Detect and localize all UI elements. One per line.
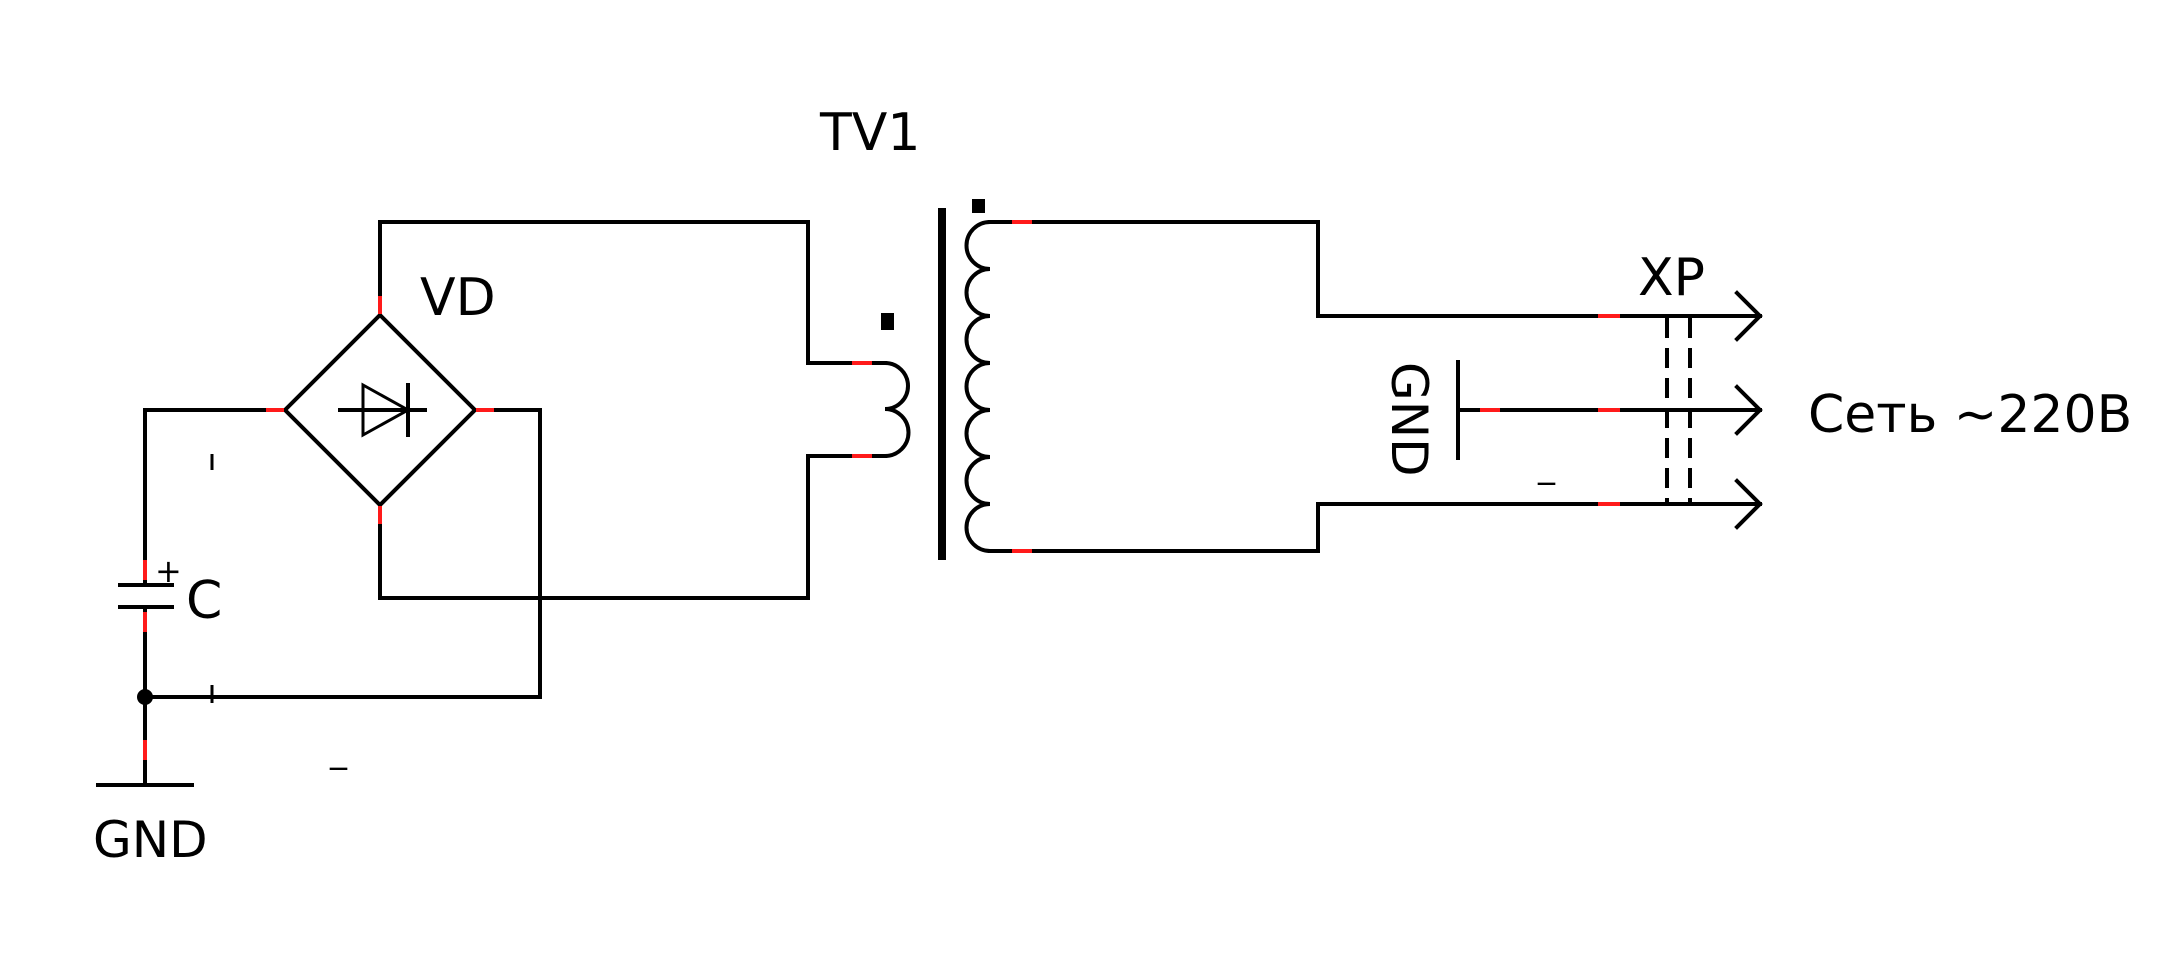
capacitor-plus-sign: + xyxy=(155,552,182,590)
rectifier-section xyxy=(96,220,887,787)
wire-bridge-right-to-junction xyxy=(143,408,542,699)
capacitor-label: C xyxy=(186,571,222,631)
transformer-tv1 xyxy=(881,199,993,560)
secondary-polarity-dot xyxy=(972,199,985,213)
junction-dot xyxy=(137,689,153,705)
primary-polarity-dot xyxy=(881,313,894,330)
mains-label: Сеть ~220В xyxy=(1808,385,2132,445)
wire-bridge-bottom-to-primary xyxy=(378,454,887,600)
plug-arrow-middle xyxy=(1734,384,1763,436)
mains-section xyxy=(988,220,1763,553)
plug-label: XP xyxy=(1638,248,1705,308)
wire-bridge-top-to-primary xyxy=(378,220,887,365)
bridge-label: VD xyxy=(420,268,496,328)
pin-marks-left xyxy=(143,296,872,760)
minus-sign-right: _ xyxy=(1537,446,1556,486)
ground-left-label: GND xyxy=(93,811,208,869)
plug-arrow-bottom xyxy=(1734,478,1763,530)
plug-arrow-top xyxy=(1734,290,1763,342)
wire-secondary-top xyxy=(988,220,1762,318)
primary-winding xyxy=(882,360,911,459)
wire-bridge-left-to-cap xyxy=(143,408,287,587)
diode-symbol xyxy=(338,382,427,438)
capacitor-symbol xyxy=(118,583,174,609)
minus-sign-left: _ xyxy=(329,731,348,771)
secondary-winding xyxy=(964,219,993,554)
transformer-label: TV1 xyxy=(819,103,920,163)
ground-right-label: GND xyxy=(1380,362,1438,477)
wire-secondary-bottom xyxy=(988,502,1762,553)
pin-marks-right xyxy=(1012,220,1620,553)
diode-bridge-body xyxy=(282,312,478,508)
